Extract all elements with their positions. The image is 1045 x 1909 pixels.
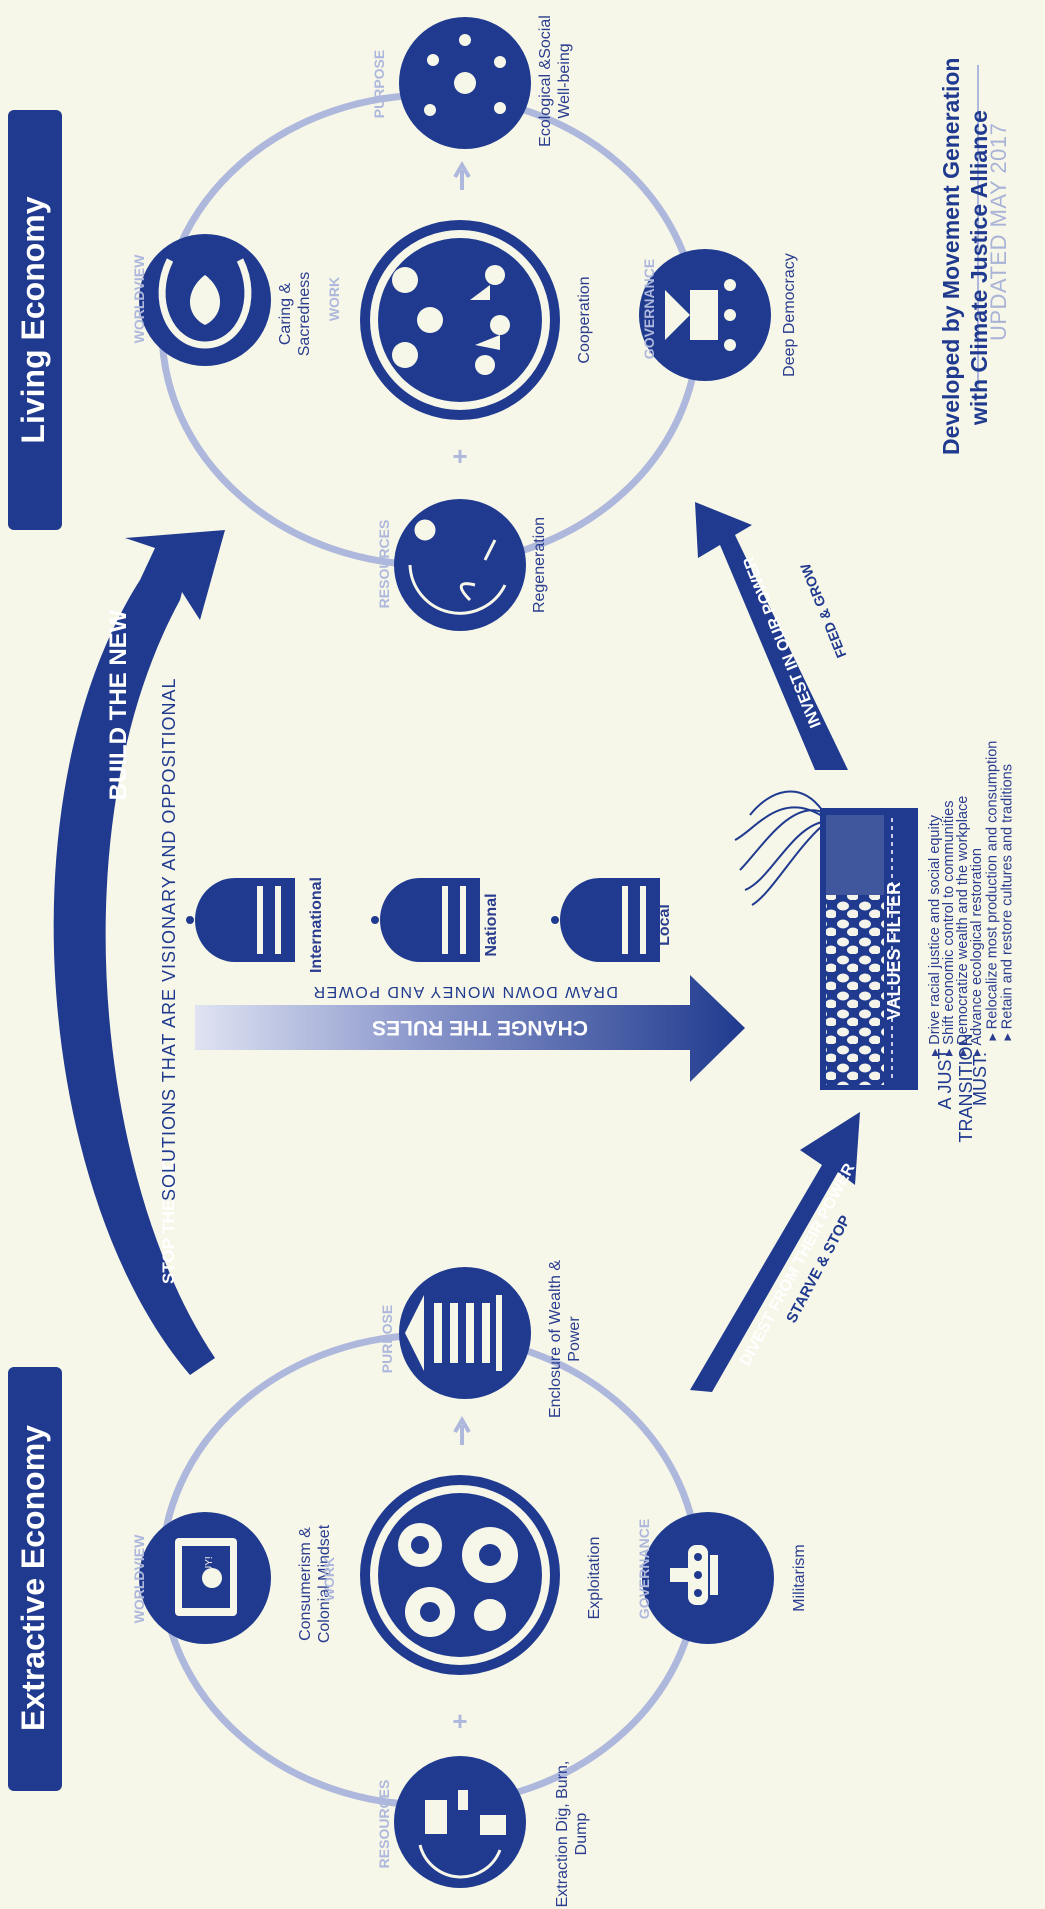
level-international: International (308, 877, 325, 974)
living-resources-text: Regeneration (531, 516, 548, 614)
living-purpose-label: PURPOSE (371, 49, 387, 119)
extractive-purpose-node (399, 1267, 531, 1399)
invest-arrow (695, 502, 848, 770)
living-worldview-label: WORLDVIEW (131, 254, 147, 344)
transition-bullet: ▸ Retain and restore cultures and tradit… (999, 764, 1016, 1041)
change-the-rules-label: CHANGE THE RULES (372, 1016, 588, 1039)
extractive-governance-text: Militarism (791, 1544, 808, 1612)
living-purpose-node (399, 17, 531, 149)
arrow-up-extractive (453, 1416, 471, 1445)
living-resources-label: RESOURCES (376, 519, 392, 609)
sun-plant-cycle-icon (414, 519, 497, 602)
values-filter-label: VALUES FILTER (884, 881, 904, 1021)
living-worldview-text: Caring & Sacredness (277, 271, 313, 357)
gears-people-icon (392, 265, 510, 375)
updated-date: UPDATED MAY 2017 (986, 122, 1011, 341)
extractive-work-label: WORK (321, 1556, 337, 1602)
extractive-worldview-label: WORLDVIEW (131, 1534, 147, 1624)
extractive-banner (8, 1367, 62, 1791)
living-resources-node (394, 499, 526, 631)
factory-icon (425, 1790, 506, 1835)
draw-down-label: DRAW DOWN MONEY AND POWER (312, 983, 618, 1000)
tv-speech-text: BUY! (204, 1556, 215, 1579)
living-banner-title: Living Economy (15, 196, 51, 444)
change-rules-arrow (195, 975, 745, 1082)
hands-flame-icon (190, 275, 220, 325)
extractive-governance-label: GOVERNANCE (636, 1518, 652, 1620)
arrow-up-living (453, 161, 471, 190)
capitol-international-icon (186, 878, 295, 962)
living-work-text: Cooperation (576, 276, 593, 364)
build-the-new-label: BUILD THE NEW (105, 609, 132, 801)
level-local: Local (656, 904, 673, 946)
plus-extractive: + (452, 1706, 467, 1736)
just-transition-heading-3: MUST: (970, 1052, 990, 1106)
living-governance-node (639, 249, 771, 381)
extractive-resources-node (394, 1756, 526, 1888)
extractive-worldview-node (139, 1512, 271, 1644)
extractive-banner-title: Extractive Economy (15, 1425, 51, 1731)
extractive-work-text: Exploitation (586, 1536, 603, 1620)
capitol-national-icon (371, 878, 480, 962)
extractive-purpose-label: PURPOSE (379, 1304, 395, 1374)
solutions-label: SOLUTIONS THAT ARE VISIONARY AND OPPOSIT… (159, 677, 179, 1201)
living-purpose-text: Ecological &Social Well-being (537, 15, 573, 147)
roots-icon (734, 790, 823, 906)
living-work-node (360, 220, 560, 420)
bank-building-icon (405, 1295, 502, 1371)
divest-arrow (690, 1112, 860, 1392)
living-banner (8, 110, 62, 530)
extractive-governance-node (642, 1512, 774, 1644)
extractive-purpose-text: Enclosure of Wealth & Power (547, 1260, 583, 1419)
extractive-resources-label: RESOURCES (376, 1779, 392, 1869)
living-governance-text: Deep Democracy (781, 253, 798, 377)
house-people-icon (665, 279, 736, 351)
living-governance-label: GOVERNANCE (641, 258, 657, 360)
extractive-resources-text: Extraction Dig, Burn, Dump (554, 1760, 590, 1908)
extractive-work-node (360, 1475, 560, 1675)
capitol-local-icon (551, 878, 660, 962)
level-national: National (483, 893, 500, 957)
credit-line-1: Developed by Movement Generation (938, 57, 964, 455)
transition-bullet: ▸ Advance ecological restoration (969, 848, 985, 1056)
plus-living: + (452, 441, 467, 471)
build-the-new-arrow (53, 530, 225, 1375)
living-worldview-node (139, 234, 271, 366)
people-circle-butterfly-icon (424, 34, 506, 116)
living-work-label: WORK (326, 276, 342, 322)
